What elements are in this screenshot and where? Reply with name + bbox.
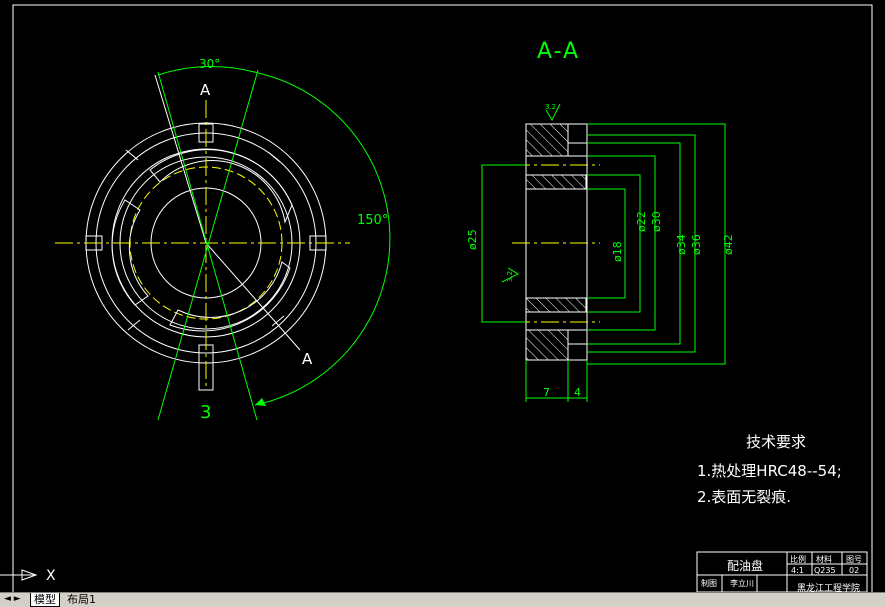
part-name: 配油盘 (727, 558, 763, 573)
drawing-no-label: 图号 (846, 555, 862, 564)
roughness-top: 3.2 (545, 103, 556, 111)
angle-30-label: 30° (199, 57, 220, 71)
dim-d36: ø36 (690, 234, 703, 255)
dim-d42: ø42 (722, 234, 735, 255)
dim-d30: ø30 (650, 211, 663, 232)
dim-d34: ø34 (675, 234, 688, 255)
dim-d25: ø25 (466, 229, 479, 250)
cut-label-bottom: A (302, 350, 313, 368)
dim-d18: ø18 (611, 241, 624, 262)
scale-label: 比例 (790, 554, 806, 564)
dim-w4: 4 (574, 386, 581, 399)
notes-line-1: 1.热处理HRC48--54; (697, 462, 842, 480)
ucs-icon: X (0, 568, 56, 584)
scale-value: 4:1 (791, 566, 804, 575)
drawn-by-value: 李立川 (730, 578, 754, 588)
tab-model[interactable]: 模型 (30, 593, 60, 607)
material-label: 材料 (816, 554, 832, 564)
layout-tab-bar: ◄ ► 模型 布局1 (0, 592, 885, 607)
section-view: A-A ø25 ø18 ø22 ø30 ø34 ø36 ø42 (466, 39, 735, 402)
tab-nav-arrows[interactable]: ◄ ► (4, 594, 21, 604)
material-value: Q235 (814, 566, 836, 575)
section-title: A-A (537, 39, 580, 64)
ucs-x-label: X (46, 568, 56, 584)
school-name: 黑龙江工程学院 (797, 582, 860, 592)
roughness-side: 3.2 (506, 271, 514, 282)
part-mark: 3 (200, 402, 211, 423)
notes-line-2: 2.表面无裂痕. (697, 488, 791, 506)
title-block: 配油盘 比例 4:1 材料 Q235 图号 02 制图 李立川 黑龙江工程学院 (696, 551, 868, 594)
dim-w7: 7 (543, 386, 550, 399)
drawn-by-label: 制图 (701, 578, 717, 588)
front-view: 30° 150° A A 3 (55, 57, 391, 423)
notes-title: 技术要求 (746, 433, 806, 451)
dim-d22: ø22 (635, 211, 648, 232)
tab-layout1[interactable]: 布局1 (67, 593, 96, 606)
cut-label-top: A (200, 81, 211, 99)
drawing-no-value: 02 (849, 566, 859, 575)
angle-150-label: 150° (357, 213, 388, 228)
technical-notes: 技术要求 1.热处理HRC48--54; 2.表面无裂痕. (697, 433, 842, 506)
cad-drawing: 30° 150° A A 3 A-A ø25 ø18 ø2 (0, 4, 873, 596)
